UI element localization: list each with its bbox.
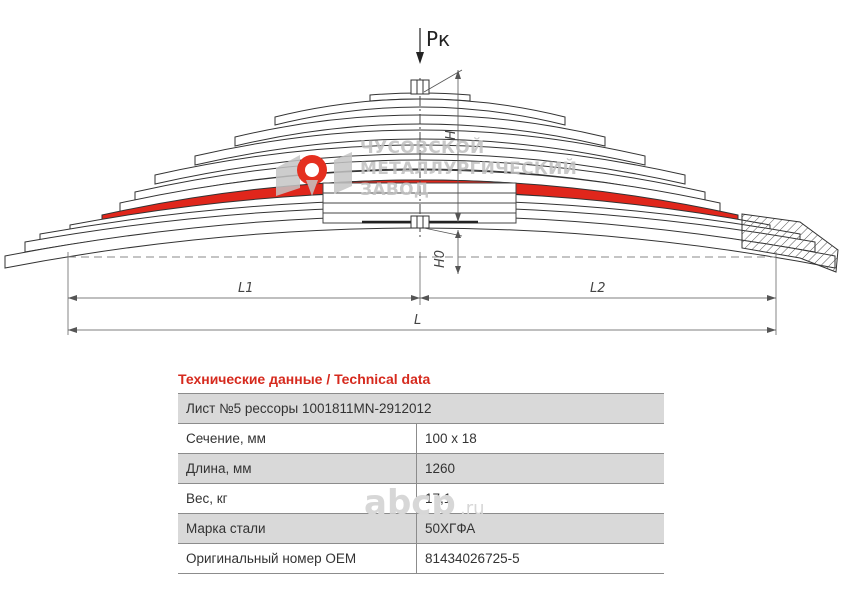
logo-line-1: ЧУСОВСКОЙ [360,136,484,158]
spec-table: Лист №5 рессоры 1001811MN-2912012 Сечени… [178,393,664,574]
row-label: Оригинальный номер OEM [178,543,417,574]
spring-leaf [194,129,646,166]
force-arrow [416,28,424,64]
table-row: Марка стали 50ХГФА [178,513,664,544]
section-title: Технические данные / Technical data [178,371,431,387]
logo-line-3: ЗАВОД [360,180,429,200]
table-row: Вес, кг 17,1 [178,483,664,514]
dim-h0 [423,227,463,274]
row-label: Сечение, мм [178,423,417,454]
center-bolt [410,78,430,240]
spring-leaf [274,98,566,126]
dim-l2-label: L2 [590,281,606,296]
table-header-row: Лист №5 рессоры 1001811MN-2912012 [178,393,664,424]
row-value: 50ХГФА [416,513,664,544]
dim-l-label: L [414,313,421,328]
row-value: 81434026725-5 [416,543,664,574]
row-label: Длина, мм [178,453,417,484]
manufacturer-logo-watermark: ЧУСОВСКОЙ МЕТАЛЛУРГИЧЕСКИЙ ЗАВОД [276,136,577,200]
table-header: Лист №5 рессоры 1001811MN-2912012 [178,393,664,424]
logo-line-2: МЕТАЛЛУРГИЧЕСКИЙ [360,157,577,179]
table-row: Длина, мм 1260 [178,453,664,484]
site-watermark-name: abcp [364,483,456,523]
table-row: Сечение, мм 100 x 18 [178,423,664,454]
force-label: Pк [426,27,450,51]
table-row: Оригинальный номер OEM 81434026725-5 [178,543,664,574]
leaf-spring-drawing: Pк H H0 L1 L2 L ЧУСОВС [4,27,839,335]
dim-lengths [67,252,777,335]
row-label: Вес, кг [178,483,417,514]
row-value: 1260 [416,453,664,484]
dim-h [423,69,463,222]
site-watermark: abcp .ru [364,483,485,523]
dim-h-label: H [444,130,459,140]
spring-leaf [234,114,606,147]
dim-h0-label: H0 [433,250,448,268]
row-label: Марка стали [178,513,417,544]
row-value: 100 x 18 [416,423,664,454]
site-watermark-tld: .ru [460,498,485,519]
spring-eye-section [741,213,839,273]
dim-l1-label: L1 [238,281,254,296]
